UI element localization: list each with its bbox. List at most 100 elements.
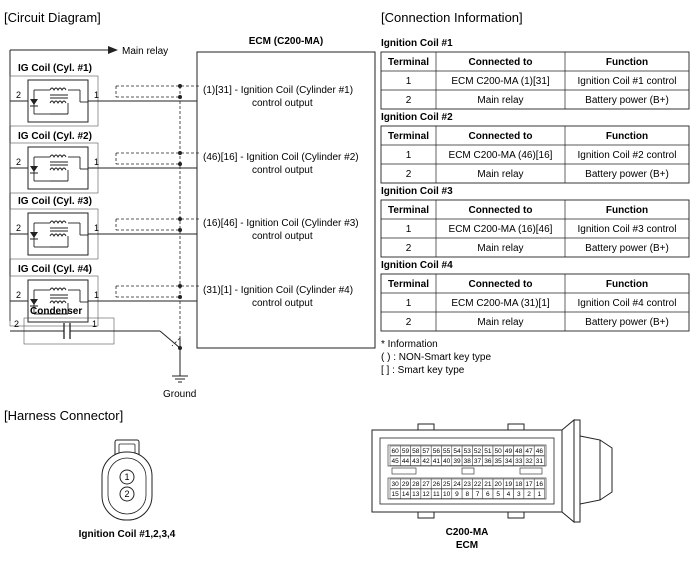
ecm-pin-number: 9: [455, 491, 459, 498]
table-header-cell: Terminal: [388, 57, 429, 68]
connection-info-title: [Connection Information]: [381, 10, 523, 25]
ecm-pin-number: 33: [515, 458, 523, 465]
ecm-pin-cell: [533, 445, 545, 456]
table-cell: Battery power (B+): [585, 317, 669, 328]
ignition-coil-connector: [101, 439, 153, 521]
ecm-pin-number: 18: [515, 481, 523, 488]
ecm-pin-number: 17: [525, 481, 533, 488]
table-cell: Battery power (B+): [585, 169, 669, 180]
table-cell: 1: [406, 150, 412, 161]
ecm-pin-number: 27: [422, 481, 430, 488]
ecm-pin-4-line2: control output: [252, 298, 313, 309]
ignition-coil-1-icon: [27, 79, 89, 123]
table-header-cell: Terminal: [388, 205, 429, 216]
harness-connector-title: [Harness Connector]: [4, 408, 123, 423]
ecm-connector: [371, 418, 613, 524]
coil-table-title: Ignition Coil #4: [381, 260, 453, 271]
table-cell: Battery power (B+): [585, 243, 669, 254]
wire-shield: [115, 85, 199, 347]
ecm-pin-number: 34: [505, 458, 513, 465]
table-cell: ECM C200-MA (46)[16]: [449, 150, 553, 161]
table-cell: Main relay: [477, 169, 523, 180]
coil-2-label: IG Coil (Cyl. #2): [18, 131, 92, 142]
ecm-pin-number: 31: [536, 458, 544, 465]
coil-table-title: Ignition Coil #3: [381, 186, 453, 197]
coil-3-label: IG Coil (Cyl. #3): [18, 196, 92, 207]
ecm-pin-number: 1: [538, 491, 542, 498]
table-cell: 2: [406, 169, 412, 180]
table-header-cell: Terminal: [388, 131, 429, 142]
coil-3-pin-right: 1: [94, 223, 99, 233]
table-header-cell: Connected to: [469, 57, 533, 68]
ecm-pin-number: 51: [484, 448, 492, 455]
coil-table-border: [380, 273, 690, 332]
ecm-pin-cell: [533, 478, 545, 489]
ecm-pin-4-line1: (31)[1] - Ignition Coil (Cylinder #4): [203, 285, 353, 296]
ecm-pin-3-line2: control output: [252, 231, 313, 242]
coil-4-pin-left: 2: [16, 290, 21, 300]
table-header-cell: Connected to: [469, 279, 533, 290]
ignition-coil-2-icon: [27, 146, 89, 190]
coil-2-pin-right: 1: [94, 157, 99, 167]
ecm-pin-number: 7: [476, 491, 480, 498]
table-header-cell: Connected to: [469, 205, 533, 216]
table-cell: Main relay: [477, 95, 523, 106]
ecm-pin-number: 21: [484, 481, 492, 488]
coil-3-pin-left: 2: [16, 223, 21, 233]
table-cell: ECM C200-MA (31)[1]: [451, 298, 550, 309]
ignition-coil-3-icon: [27, 212, 89, 256]
ecm-pin-number: 56: [433, 448, 441, 455]
arrow-icon: [108, 46, 118, 54]
ecm-pin-number: 30: [392, 481, 400, 488]
coil-table-border: [380, 199, 690, 258]
table-cell: Ignition Coil #1 control: [578, 76, 677, 87]
coil-table-border: [380, 51, 690, 110]
ecm-pin-1-line2: control output: [252, 98, 313, 109]
ecm-pin-cell: [533, 455, 545, 466]
coil-1-label: IG Coil (Cyl. #1): [18, 63, 92, 74]
ecm-pin-number: 23: [464, 481, 472, 488]
ecm-pin-number: 58: [412, 448, 420, 455]
ecm-pin-number: 45: [392, 458, 400, 465]
ecm-pin-number: 5: [496, 491, 500, 498]
ecm-pin-number: 32: [525, 458, 533, 465]
ecm-title: ECM (C200-MA): [249, 36, 323, 47]
ecm-pin-2-line2: control output: [252, 165, 313, 176]
ecm-pin-number: 43: [412, 458, 420, 465]
ecm-pin-cell: [533, 488, 545, 499]
ecm-pin-number: 59: [402, 448, 410, 455]
ecm-pin-number: 39: [453, 458, 461, 465]
coil-table-border: [380, 125, 690, 184]
note-line-1: * Information: [381, 339, 438, 350]
ecm-pin-number: 47: [525, 448, 533, 455]
ecm-pin-number: 44: [402, 458, 410, 465]
note-line-3: [ ] : Smart key type: [381, 365, 465, 376]
coil-4-pin-right: 1: [94, 290, 99, 300]
table-cell: Main relay: [477, 317, 523, 328]
ecm-pin-3-line1: (16)[46] - Ignition Coil (Cylinder #3): [203, 218, 359, 229]
ecm-pin-number: 54: [453, 448, 461, 455]
ecm-pin-1-line1: (1)[31] - Ignition Coil (Cylinder #1): [203, 85, 353, 96]
ecm-pin-number: 20: [495, 481, 503, 488]
note-line-2: ( ) : NON-Smart key type: [381, 352, 491, 363]
condenser-pin-right: 1: [92, 319, 97, 329]
ecm-pin-number: 15: [392, 491, 400, 498]
table-cell: 1: [406, 224, 412, 235]
table-header-cell: Function: [606, 205, 648, 216]
ecm-pin-number: 60: [392, 448, 400, 455]
ecm-pin-number: 3: [517, 491, 521, 498]
ecm-pin-number: 4: [507, 491, 511, 498]
ecm-pin-number: 48: [515, 448, 523, 455]
ecm-pin-number: 29: [402, 481, 410, 488]
ecm-pin-number: 35: [495, 458, 503, 465]
ecm-pin-number: 12: [422, 491, 430, 498]
table-cell: 2: [406, 243, 412, 254]
table-cell: ECM C200-MA (1)[31]: [451, 76, 550, 87]
ecm-pin-number: 41: [433, 458, 441, 465]
ground-label: Ground: [163, 389, 196, 400]
ecm-pin-number: 8: [465, 491, 469, 498]
ecm-connector-caption-2: ECM: [456, 540, 478, 551]
table-header-cell: Terminal: [388, 279, 429, 290]
table-cell: Ignition Coil #3 control: [578, 224, 677, 235]
